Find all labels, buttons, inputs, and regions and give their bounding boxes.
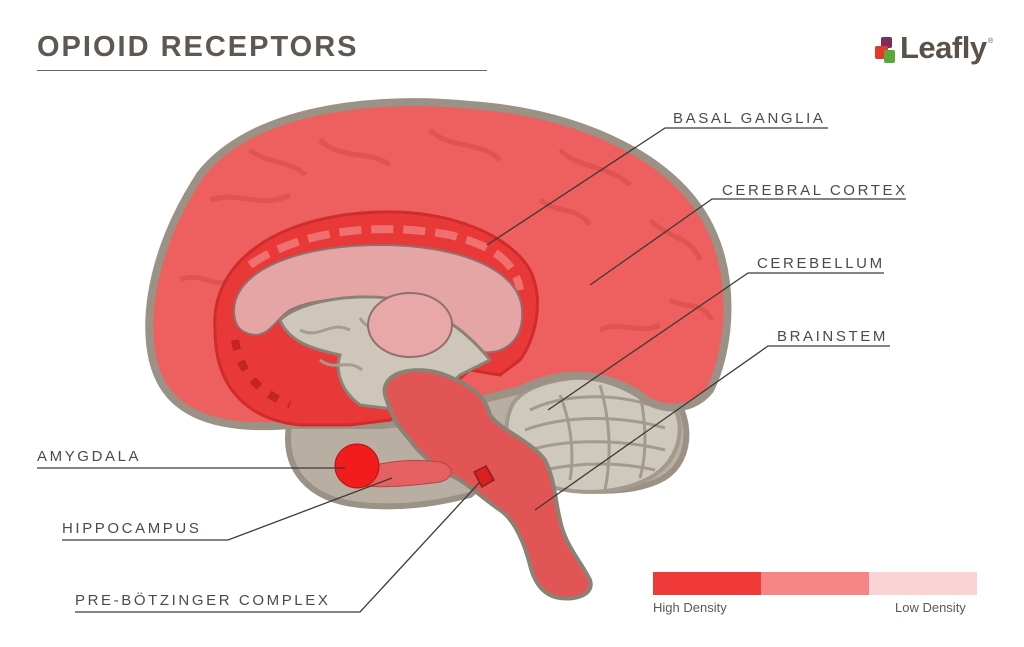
leader-basal-ganglia	[486, 127, 828, 246]
title-underline	[37, 70, 487, 71]
leader-pre-botzinger	[75, 481, 481, 613]
brand-registered-mark: ®	[988, 38, 994, 45]
label-hippocampus: HIPPOCAMPUS	[62, 520, 202, 537]
page-title: OPIOID RECEPTORS	[37, 31, 359, 63]
hippocampus	[359, 459, 452, 488]
legend-medium-swatch	[761, 572, 869, 595]
leader-hippocampus	[62, 477, 393, 541]
label-cerebellum: CEREBELLUM	[757, 255, 885, 272]
cortex-gyri	[178, 128, 715, 333]
leader-cerebral-cortex	[589, 198, 906, 286]
leader-cerebellum	[547, 272, 884, 411]
brand-logo-text: Leafly	[900, 30, 987, 65]
basal-ganglia-dashes	[247, 225, 524, 291]
label-cerebral-cortex: CEREBRAL CORTEX	[722, 182, 908, 199]
label-pre-botzinger: PRE-BÖTZINGER COMPLEX	[75, 592, 331, 609]
label-amygdala: AMYGDALA	[37, 448, 142, 465]
leafly-logo-icon	[875, 37, 895, 63]
leader-brainstem	[534, 345, 890, 511]
basal-ganglia-arrows	[231, 339, 292, 409]
legend-low-label: Low Density	[895, 600, 966, 615]
legend-low-swatch	[869, 572, 977, 595]
label-basal-ganglia: BASAL GANGLIA	[673, 110, 826, 127]
legend-high-label: High Density	[653, 600, 727, 615]
amygdala	[334, 443, 380, 489]
leader-lines	[37, 127, 906, 613]
label-brainstem: BRAINSTEM	[777, 328, 888, 345]
legend-high-swatch	[653, 572, 761, 595]
thalamus-oval	[367, 292, 453, 358]
